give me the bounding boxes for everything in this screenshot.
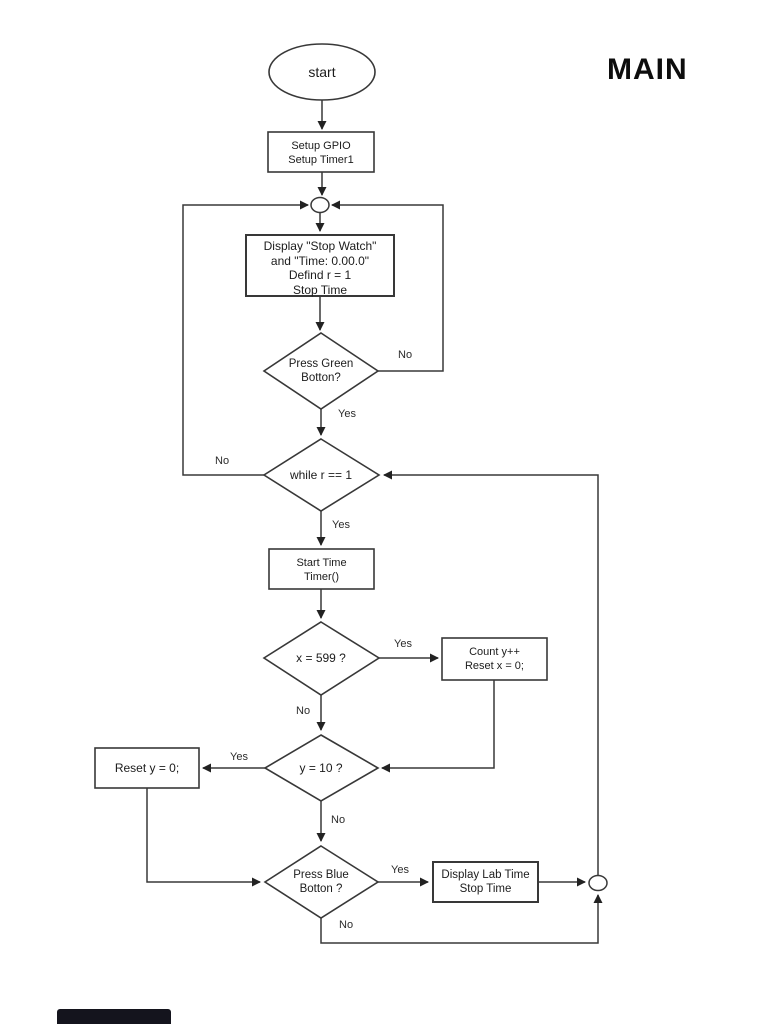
page-title: MAIN (607, 53, 688, 86)
label-blue-no: No (339, 919, 354, 931)
merge-junction-top (310, 196, 330, 214)
merge-junction-bottom (588, 874, 608, 892)
while-decision (262, 438, 381, 512)
display-lab-box (432, 861, 539, 903)
press-green-text: Press Green Botton? (288, 358, 354, 384)
label-green-yes: Yes (338, 408, 356, 420)
y-check-text: y = 10 ? (299, 761, 343, 775)
y-check-decision (263, 734, 380, 802)
setup-process-box (267, 131, 375, 173)
count-y-text: Count y++ Reset x = 0; (464, 646, 524, 672)
label-while-no: No (215, 455, 230, 467)
edge-green-no-loop (331, 200, 444, 372)
edge-while-no-loop (182, 200, 309, 476)
press-blue-text: Press Blue Botton ? (293, 869, 349, 895)
press-blue-decision (263, 845, 380, 919)
start-time-box (268, 548, 375, 590)
label-while-yes: Yes (332, 519, 350, 531)
label-y-no: No (331, 814, 346, 826)
label-x-yes: Yes (394, 638, 412, 650)
x-check-text: x = 599 ? (296, 651, 346, 665)
count-y-box (441, 637, 548, 681)
display-lab-text: Display Lab Time Stop Time (441, 869, 530, 895)
start-label: start (308, 64, 336, 80)
display-init-text: Display "Stop Watch" and "Time: 0.00.0" … (263, 239, 377, 297)
while-text: while r == 1 (289, 468, 353, 482)
reset-y-box (94, 747, 200, 789)
reset-y-text: Reset y = 0; (114, 761, 180, 775)
edge-blue-no-loop (320, 894, 603, 944)
display-init-box (245, 234, 395, 297)
label-blue-yes: Yes (391, 864, 409, 876)
bottom-dark-bar (57, 1009, 171, 1024)
setup-text: Setup GPIO Setup Timer1 (288, 140, 354, 166)
edge-county-to-ycheck (381, 680, 495, 773)
label-green-no: No (398, 349, 413, 361)
label-x-no: No (296, 705, 311, 717)
x-check-decision (262, 621, 381, 696)
start-terminator (268, 43, 376, 101)
start-time-text: Start Time Timer() (296, 557, 347, 583)
edge-junction-to-while (383, 470, 599, 875)
edge-resety-to-blue (146, 788, 261, 887)
press-green-decision (262, 332, 380, 410)
label-y-yes: Yes (230, 751, 248, 763)
